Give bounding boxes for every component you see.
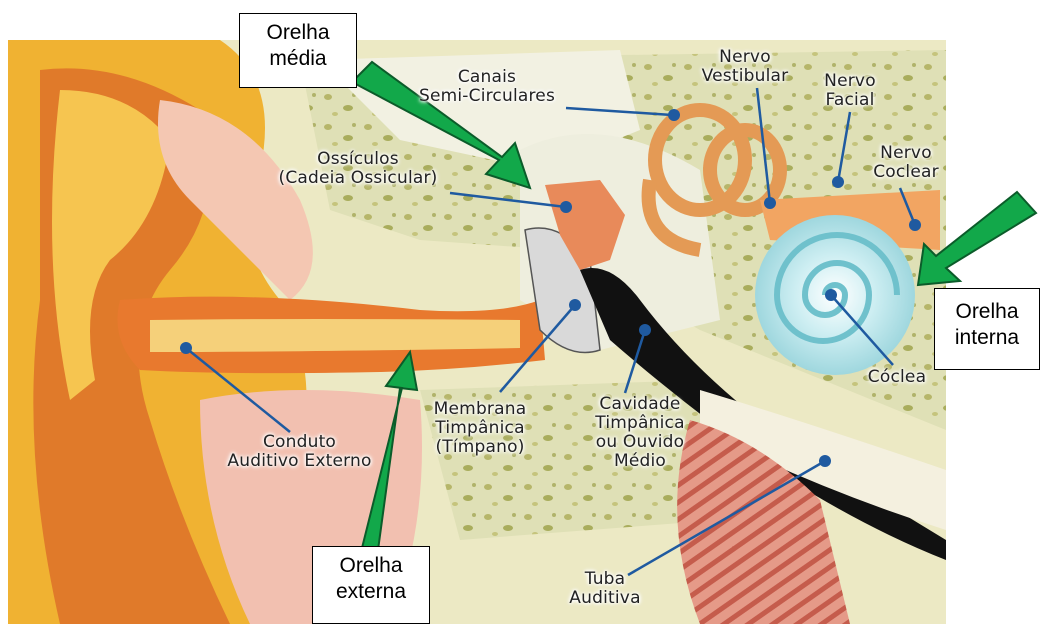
- label-conduto-auditivo-externo: Conduto Auditivo Externo: [212, 433, 387, 471]
- ear-canal-lumen: [150, 319, 520, 352]
- label-coclea: Cóclea: [852, 368, 942, 387]
- box-orelha-interna: Orelha interna: [934, 288, 1040, 370]
- label-membrana-timpanica: Membrana Timpânica (Tímpano): [420, 400, 540, 457]
- pointer-dot-coclear: [909, 219, 921, 231]
- pointer-dot-cavidade: [639, 324, 651, 336]
- pointer-dot-coclea: [825, 289, 837, 301]
- pointer-dot-conduto: [180, 342, 192, 354]
- label-nervo-coclear: Nervo Coclear: [866, 144, 946, 182]
- pointer-dot-ossiculos: [560, 201, 572, 213]
- label-nervo-vestibular: Nervo Vestibular: [690, 48, 800, 86]
- pointer-dot-facial: [832, 176, 844, 188]
- label-ossiculos: Ossículos (Cadeia Ossicular): [258, 150, 458, 188]
- label-canais-semicirculares: Canais Semi-Circulares: [402, 68, 572, 106]
- pointer-dot-membrana: [569, 299, 581, 311]
- box-orelha-externa: Orelha externa: [312, 546, 430, 624]
- box-orelha-media: Orelha média: [239, 13, 357, 88]
- label-tuba-auditiva: Tuba Auditiva: [560, 570, 650, 608]
- pointer-dot-canais: [668, 109, 680, 121]
- pointer-dot-vestibular: [764, 197, 776, 209]
- label-cavidade-timpanica: Cavidade Timpânica ou Ouvido Médio: [575, 395, 705, 471]
- label-nervo-facial: Nervo Facial: [810, 72, 890, 110]
- pointer-dot-tuba: [819, 455, 831, 467]
